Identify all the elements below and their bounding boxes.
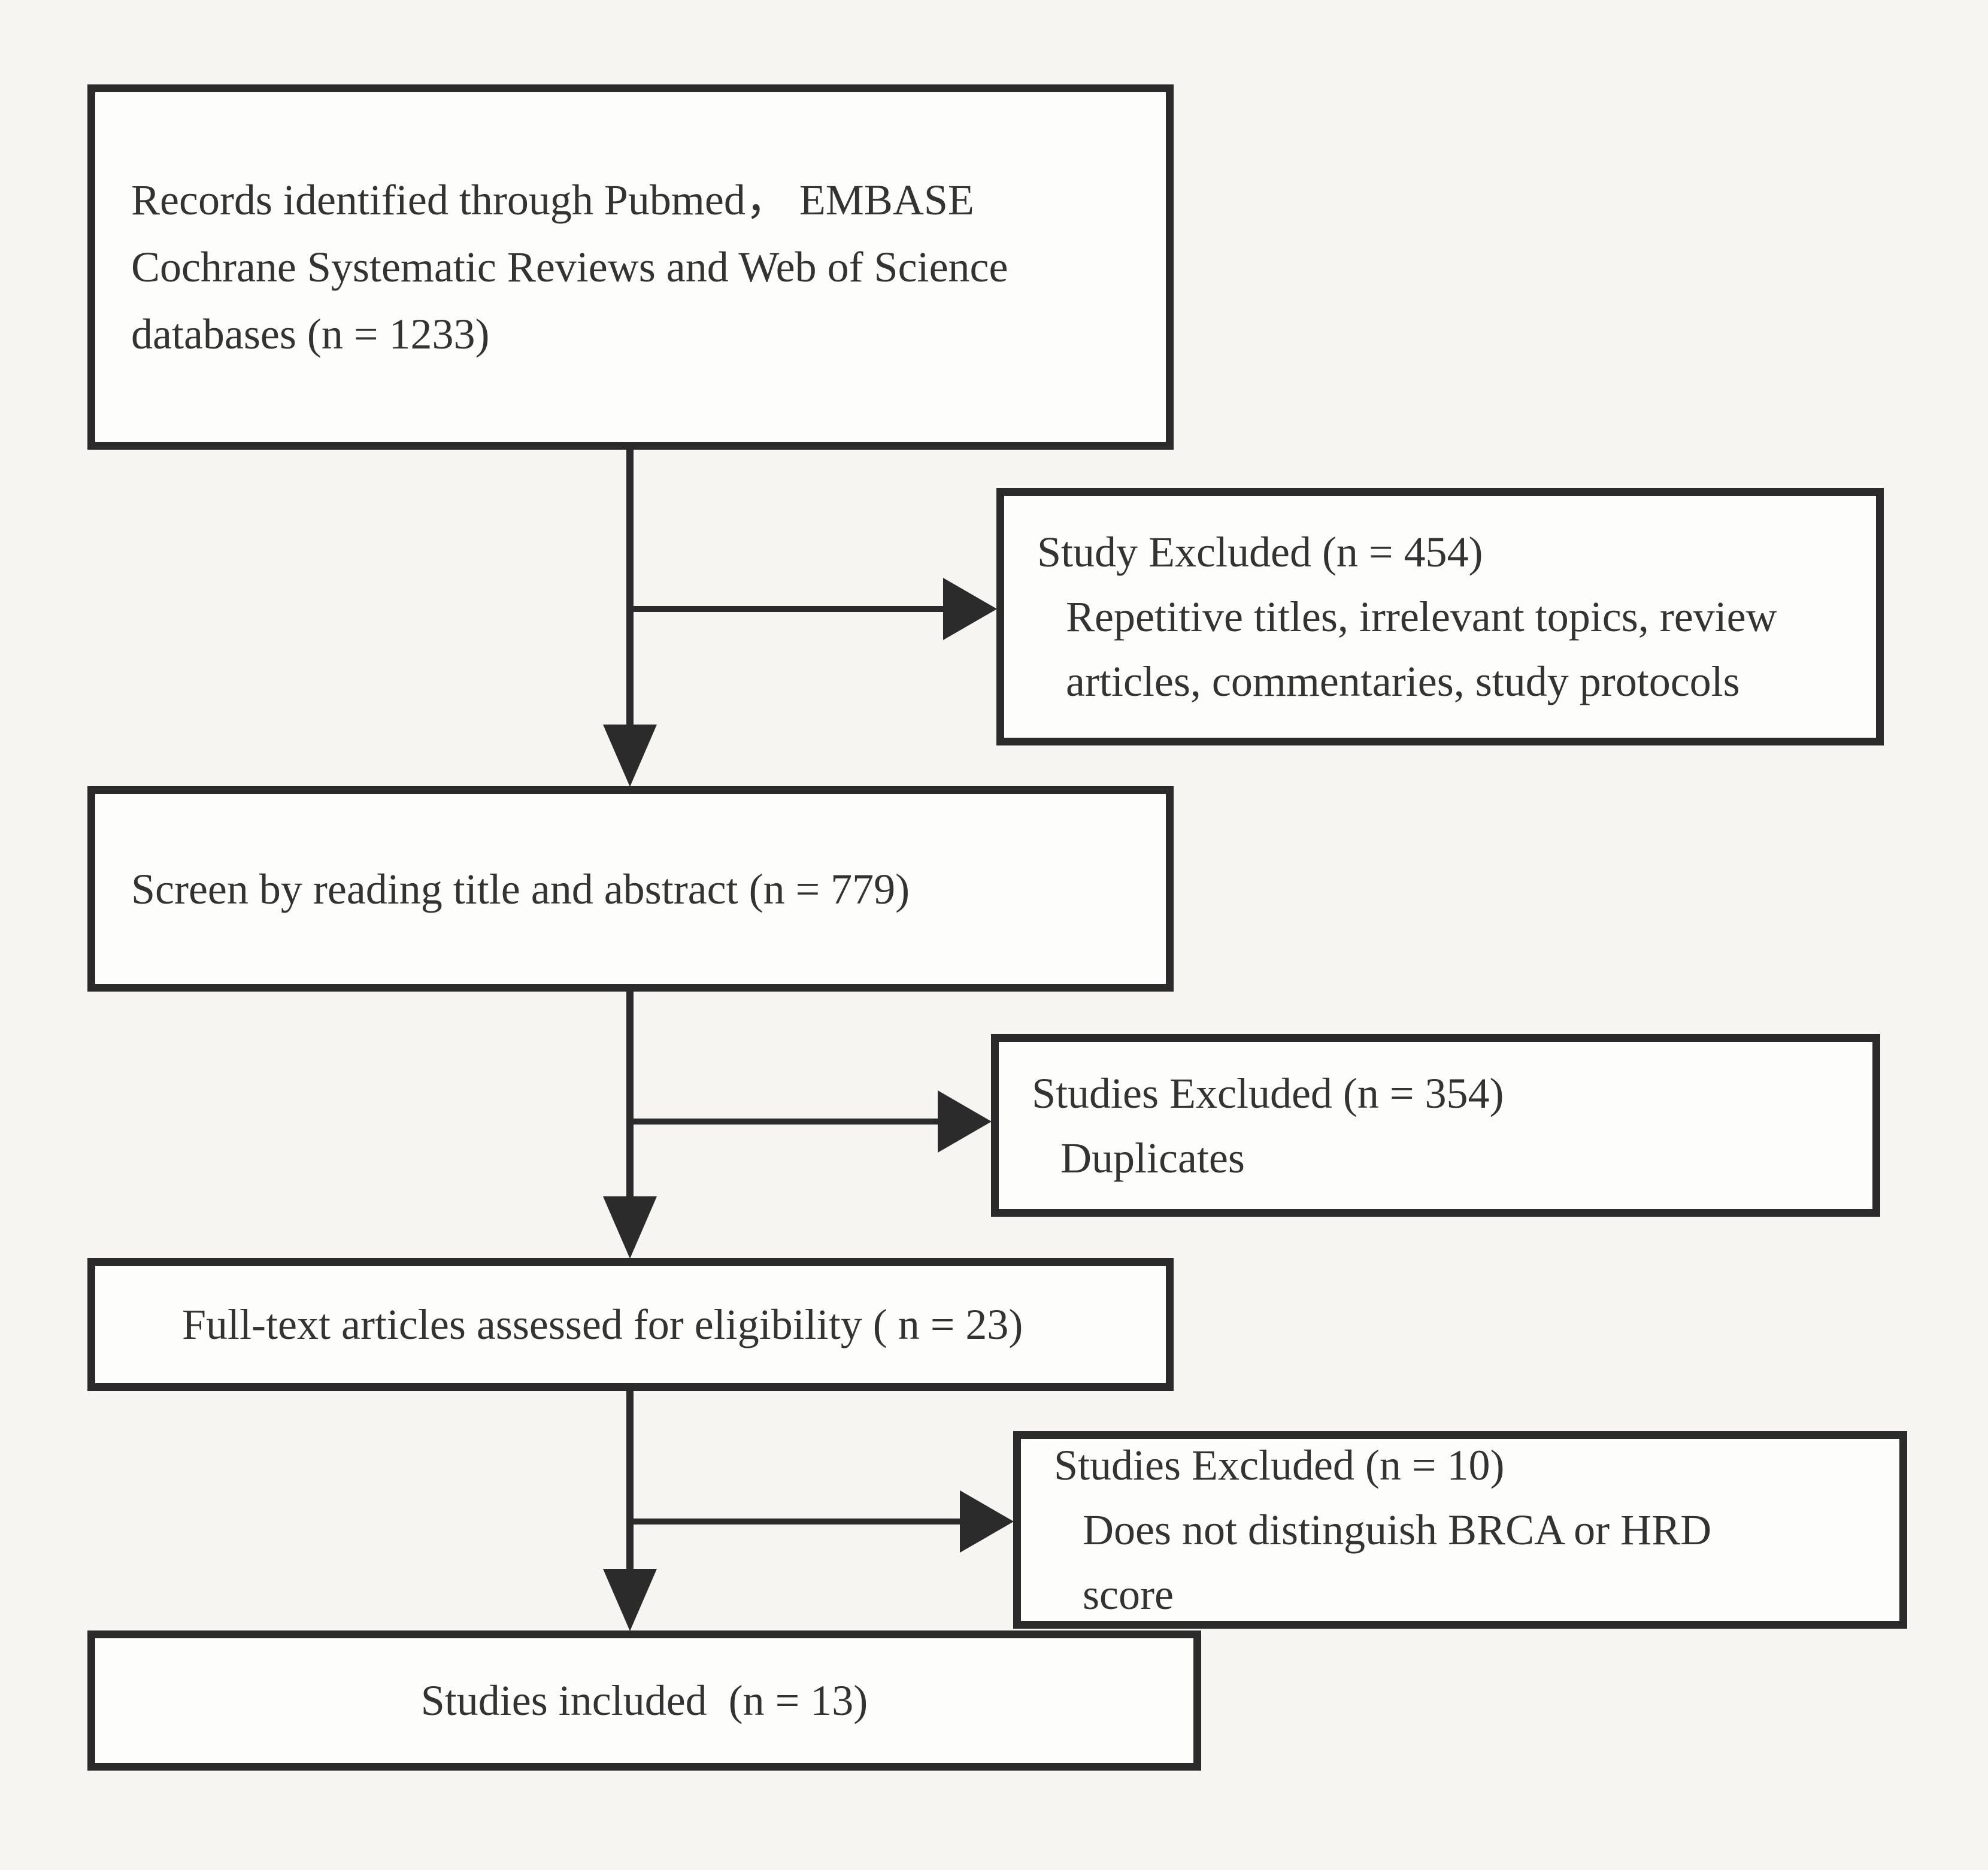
- records-identified-box: Records identified through Pubmed， EMBAS…: [87, 84, 1174, 450]
- studies-excluded-3-box: Studies Excluded (n = 10) Does not disti…: [1013, 1431, 1907, 1629]
- excluded-3-detail-2: score: [1083, 1571, 1174, 1619]
- screen-title-abstract-box: Screen by reading title and abstract (n …: [87, 786, 1174, 992]
- records-line-1: Records identified through Pubmed， EMBAS…: [131, 176, 974, 224]
- excluded-1-detail-2: articles, commentaries, study protocols: [1066, 657, 1740, 705]
- studies-included-box: Studies included (n = 13): [87, 1630, 1201, 1771]
- studies-excluded-2-box: Studies Excluded (n = 354) Duplicates: [991, 1034, 1880, 1217]
- arrow-down-icon: [603, 1569, 657, 1631]
- excluded-3-title: Studies Excluded (n = 10): [1054, 1441, 1505, 1489]
- fulltext-line-1: Full-text articles assessed for eligibil…: [182, 1301, 1023, 1348]
- connector-stem-1: [626, 450, 634, 725]
- connector-branch-3: [630, 1519, 960, 1525]
- arrow-right-icon: [938, 1090, 992, 1153]
- records-line-3: databases (n = 1233): [131, 310, 490, 358]
- fulltext-assessed-box: Full-text articles assessed for eligibil…: [87, 1258, 1174, 1391]
- study-excluded-1-box: Study Excluded (n = 454) Repetitive titl…: [996, 488, 1884, 745]
- excluded-2-detail-1: Duplicates: [1060, 1133, 1245, 1182]
- excluded-1-detail-1: Repetitive titles, irrelevant topics, re…: [1066, 593, 1777, 641]
- excluded-1-title: Study Excluded (n = 454): [1037, 528, 1483, 576]
- excluded-2-title: Studies Excluded (n = 354): [1032, 1069, 1504, 1117]
- arrow-right-icon: [960, 1490, 1014, 1553]
- screen-line-1: Screen by reading title and abstract (n …: [131, 865, 910, 913]
- connector-stem-3: [626, 1391, 634, 1571]
- arrow-down-icon: [603, 725, 657, 787]
- connector-branch-1: [630, 606, 944, 612]
- arrow-down-icon: [603, 1196, 657, 1259]
- arrow-right-icon: [943, 578, 997, 640]
- connector-stem-2: [626, 992, 634, 1198]
- connector-branch-2: [630, 1119, 938, 1125]
- included-line-1: Studies included (n = 13): [420, 1677, 868, 1724]
- excluded-3-detail-1: Does not distinguish BRCA or HRD: [1083, 1506, 1712, 1554]
- records-line-2: Cochrane Systematic Reviews and Web of S…: [131, 243, 1008, 291]
